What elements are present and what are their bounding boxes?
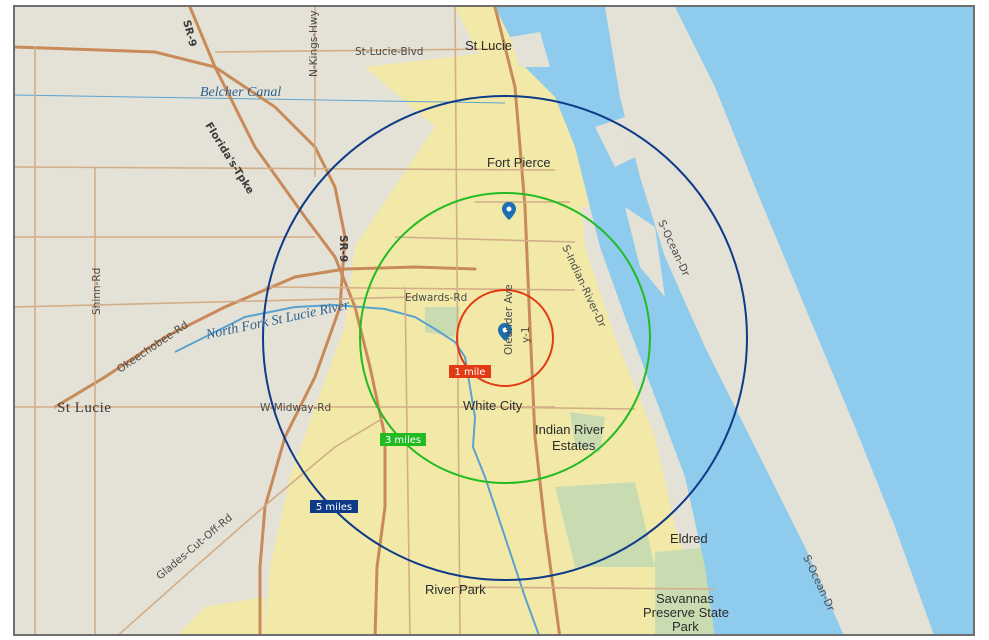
label-savannas-line2: Preserve State: [643, 605, 729, 620]
label-indian-river-estates-line2: Estates: [552, 438, 596, 453]
ring-badge-1-mile: 1 mile: [449, 365, 491, 378]
label-oleander-ave: Oleander Ave: [503, 284, 515, 355]
label-shinn-rd: Shinn-Rd: [91, 268, 103, 315]
barrier-island: [605, 7, 934, 634]
ring-label-3-miles: 3 miles: [385, 435, 421, 446]
lagoon-islands: [510, 32, 665, 297]
label-indian-river-estates-line1: Indian River: [535, 422, 605, 437]
ring-5-miles[interactable]: [262, 95, 748, 581]
label-st-lucie-place: St Lucie: [465, 38, 512, 53]
map-canvas[interactable]: 1 mile 3 miles 5 miles SR-9 N-Kings-Hwy …: [15, 7, 975, 636]
ring-badge-5-miles: 5 miles: [310, 500, 358, 513]
label-white-city: White City: [463, 398, 523, 413]
ring-label-5-miles: 5 miles: [316, 502, 352, 513]
label-savannas-line3: Park: [672, 619, 699, 634]
label-eldred: Eldred: [670, 531, 708, 546]
ring-label-1-mile: 1 mile: [455, 367, 486, 378]
map-pin-icon[interactable]: [502, 202, 516, 220]
label-st-lucie-county: St Lucie: [57, 400, 111, 416]
label-savannas-line1: Savannas: [656, 591, 714, 606]
label-sr9-mid: SR-9: [337, 235, 349, 262]
major-roads: [15, 7, 561, 634]
atlantic-ocean: [675, 7, 973, 634]
label-n-kings-hwy: N-Kings-Hwy: [308, 10, 320, 77]
north-fork-river: [174, 303, 540, 634]
label-belcher-canal: Belcher Canal: [200, 85, 281, 100]
label-us1: y-1: [520, 327, 532, 344]
map-frame[interactable]: 1 mile 3 miles 5 miles SR-9 N-Kings-Hwy …: [13, 5, 975, 636]
ring-badge-3-miles: 3 miles: [380, 433, 426, 446]
map-pin-icon[interactable]: [498, 323, 512, 341]
indian-river-lagoon: [495, 7, 844, 634]
label-edwards-rd: Edwards-Rd: [405, 292, 467, 304]
label-fort-pierce: Fort Pierce: [487, 155, 551, 170]
label-st-lucie-blvd: St-Lucie-Blvd: [355, 46, 423, 58]
label-river-park: River Park: [425, 582, 486, 597]
label-w-midway-rd: W-Midway-Rd: [260, 402, 331, 414]
ring-1-mile[interactable]: [456, 289, 554, 387]
belcher-canal-line: [15, 94, 506, 104]
ring-3-miles[interactable]: [359, 192, 651, 484]
